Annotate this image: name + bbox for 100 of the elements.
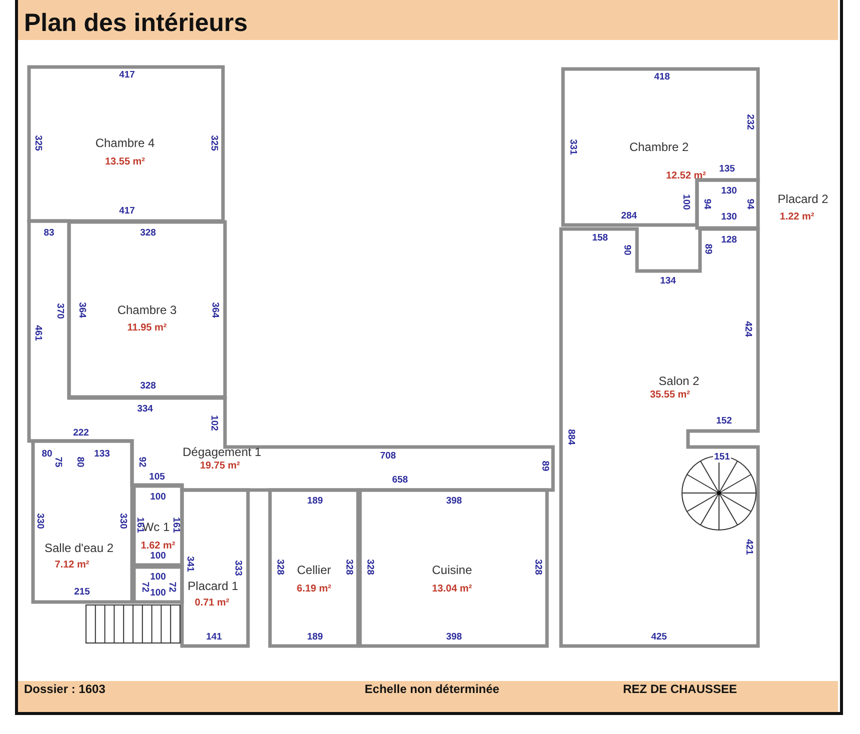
dimension-label: 330 [34,513,46,529]
dimension-label: 72 [140,582,150,592]
room-area: 1.22 m² [780,212,814,222]
dimension-label: 341 [184,556,196,572]
dimension-label: 284 [621,210,637,222]
room-area: 11.95 m² [127,322,167,334]
dimension-label: 92 [136,456,148,468]
dimension-label: 102 [208,415,220,431]
dimension-label: 133 [94,448,110,460]
dimension-label: 161 [134,517,146,533]
room-name: Cuisine [432,563,472,577]
dimension-label: 130 [721,212,737,222]
room-outline [134,486,182,565]
dimension-label: 325 [32,135,44,151]
room-name: Placard 2 [778,192,828,206]
dimension-label: 884 [566,429,576,445]
dimension-label: 328 [364,559,376,575]
dimension-label: 417 [119,70,135,80]
dimension-label: 80 [74,456,86,468]
footer-note: Dossier : 1603 [24,682,106,696]
room-outline [69,222,225,397]
dimension-label: 135 [719,164,735,174]
dimension-label: 130 [721,186,737,196]
dimension-label: 72 [166,582,178,592]
dimension-label: 328 [344,559,354,575]
dimension-label: 128 [721,234,737,246]
room-area: 35.55 m² [650,390,690,400]
room-area: 6.19 m² [296,584,332,594]
dimension-label: 328 [532,559,544,575]
dimension-label: 708 [380,450,396,462]
dimension-label: 151 [713,452,731,462]
room-outline [563,69,758,225]
room-name: Chambre 4 [95,136,155,150]
dimension-label: 105 [149,472,165,482]
dimension-label: 100 [150,550,166,562]
room-name: Placard 1 [188,579,238,593]
dimension-label: 141 [206,632,222,642]
dimension-label: 100 [150,588,166,598]
dimension-label: 158 [592,232,608,244]
room-name: Chambre 2 [629,140,689,154]
room-name: Chambre 3 [117,303,177,317]
dimension-label: 424 [742,321,754,337]
room-outline [29,67,223,221]
room-outline [360,490,547,646]
dimension-label: 364 [76,302,88,318]
dimension-label: 161 [170,517,182,533]
room-area: 19.75 m² [200,460,240,472]
dimension-label: 100 [680,194,692,210]
dimension-label: 425 [651,632,667,642]
dimension-label: 398 [446,496,462,506]
dimension-label: 364 [210,302,220,318]
dimension-label: 461 [32,325,44,341]
dimension-label: 189 [307,632,323,642]
room-area: 7.12 m² [54,560,90,570]
room-area: 1.62 m² [140,540,176,552]
page-title: Plan des intérieurs [24,8,248,38]
dimension-label: 89 [540,460,550,472]
dimension-label: 222 [73,428,89,438]
dimension-label: 94 [702,198,712,210]
dimension-label: 331 [568,139,578,155]
dimension-label: 152 [716,416,732,426]
dimension-label: 370 [54,303,66,319]
dimension-label: 134 [660,276,676,286]
room-name: Dégagement 1 [182,445,262,459]
room-outline [29,221,553,490]
room-name: Salon 2 [658,374,700,388]
dimension-label: 398 [446,632,462,642]
room-name: Cellier [297,563,331,577]
dimension-label: 100 [150,572,166,582]
dimension-label: 330 [118,513,128,529]
dimension-label: 94 [744,198,756,210]
dimension-label: 232 [744,114,756,130]
dimension-label: 89 [702,244,714,254]
dimension-label: 417 [119,206,135,216]
dimension-label: 328 [274,559,286,575]
dimension-label: 328 [140,228,156,238]
dimension-label: 658 [392,474,408,486]
room-name: Salle d'eau 2 [44,541,114,555]
dimension-label: 189 [307,496,323,506]
footer-note: REZ DE CHAUSSEE [623,682,738,696]
dimension-label: 328 [140,380,156,392]
room-outline [182,490,248,646]
footer-note: Echelle non déterminée [364,682,500,696]
room-outline [270,490,358,646]
dimension-label: 421 [744,539,754,555]
room-outline [134,567,182,602]
dimension-label: 333 [232,560,244,576]
room-outline [33,441,132,602]
dimension-label: 100 [150,492,166,502]
room-area: 12.52 m² [666,170,706,182]
room-outline [561,229,758,646]
room-area: 13.55 m² [104,156,146,168]
dimension-label: 83 [44,228,54,238]
dimension-label: 90 [622,244,632,256]
dimension-label: 215 [74,586,90,598]
dimension-label: 325 [208,135,220,151]
room-area: 0.71 m² [194,598,230,608]
dimension-label: 75 [52,456,64,468]
dimension-label: 80 [42,448,52,460]
dimension-label: 418 [654,72,670,82]
